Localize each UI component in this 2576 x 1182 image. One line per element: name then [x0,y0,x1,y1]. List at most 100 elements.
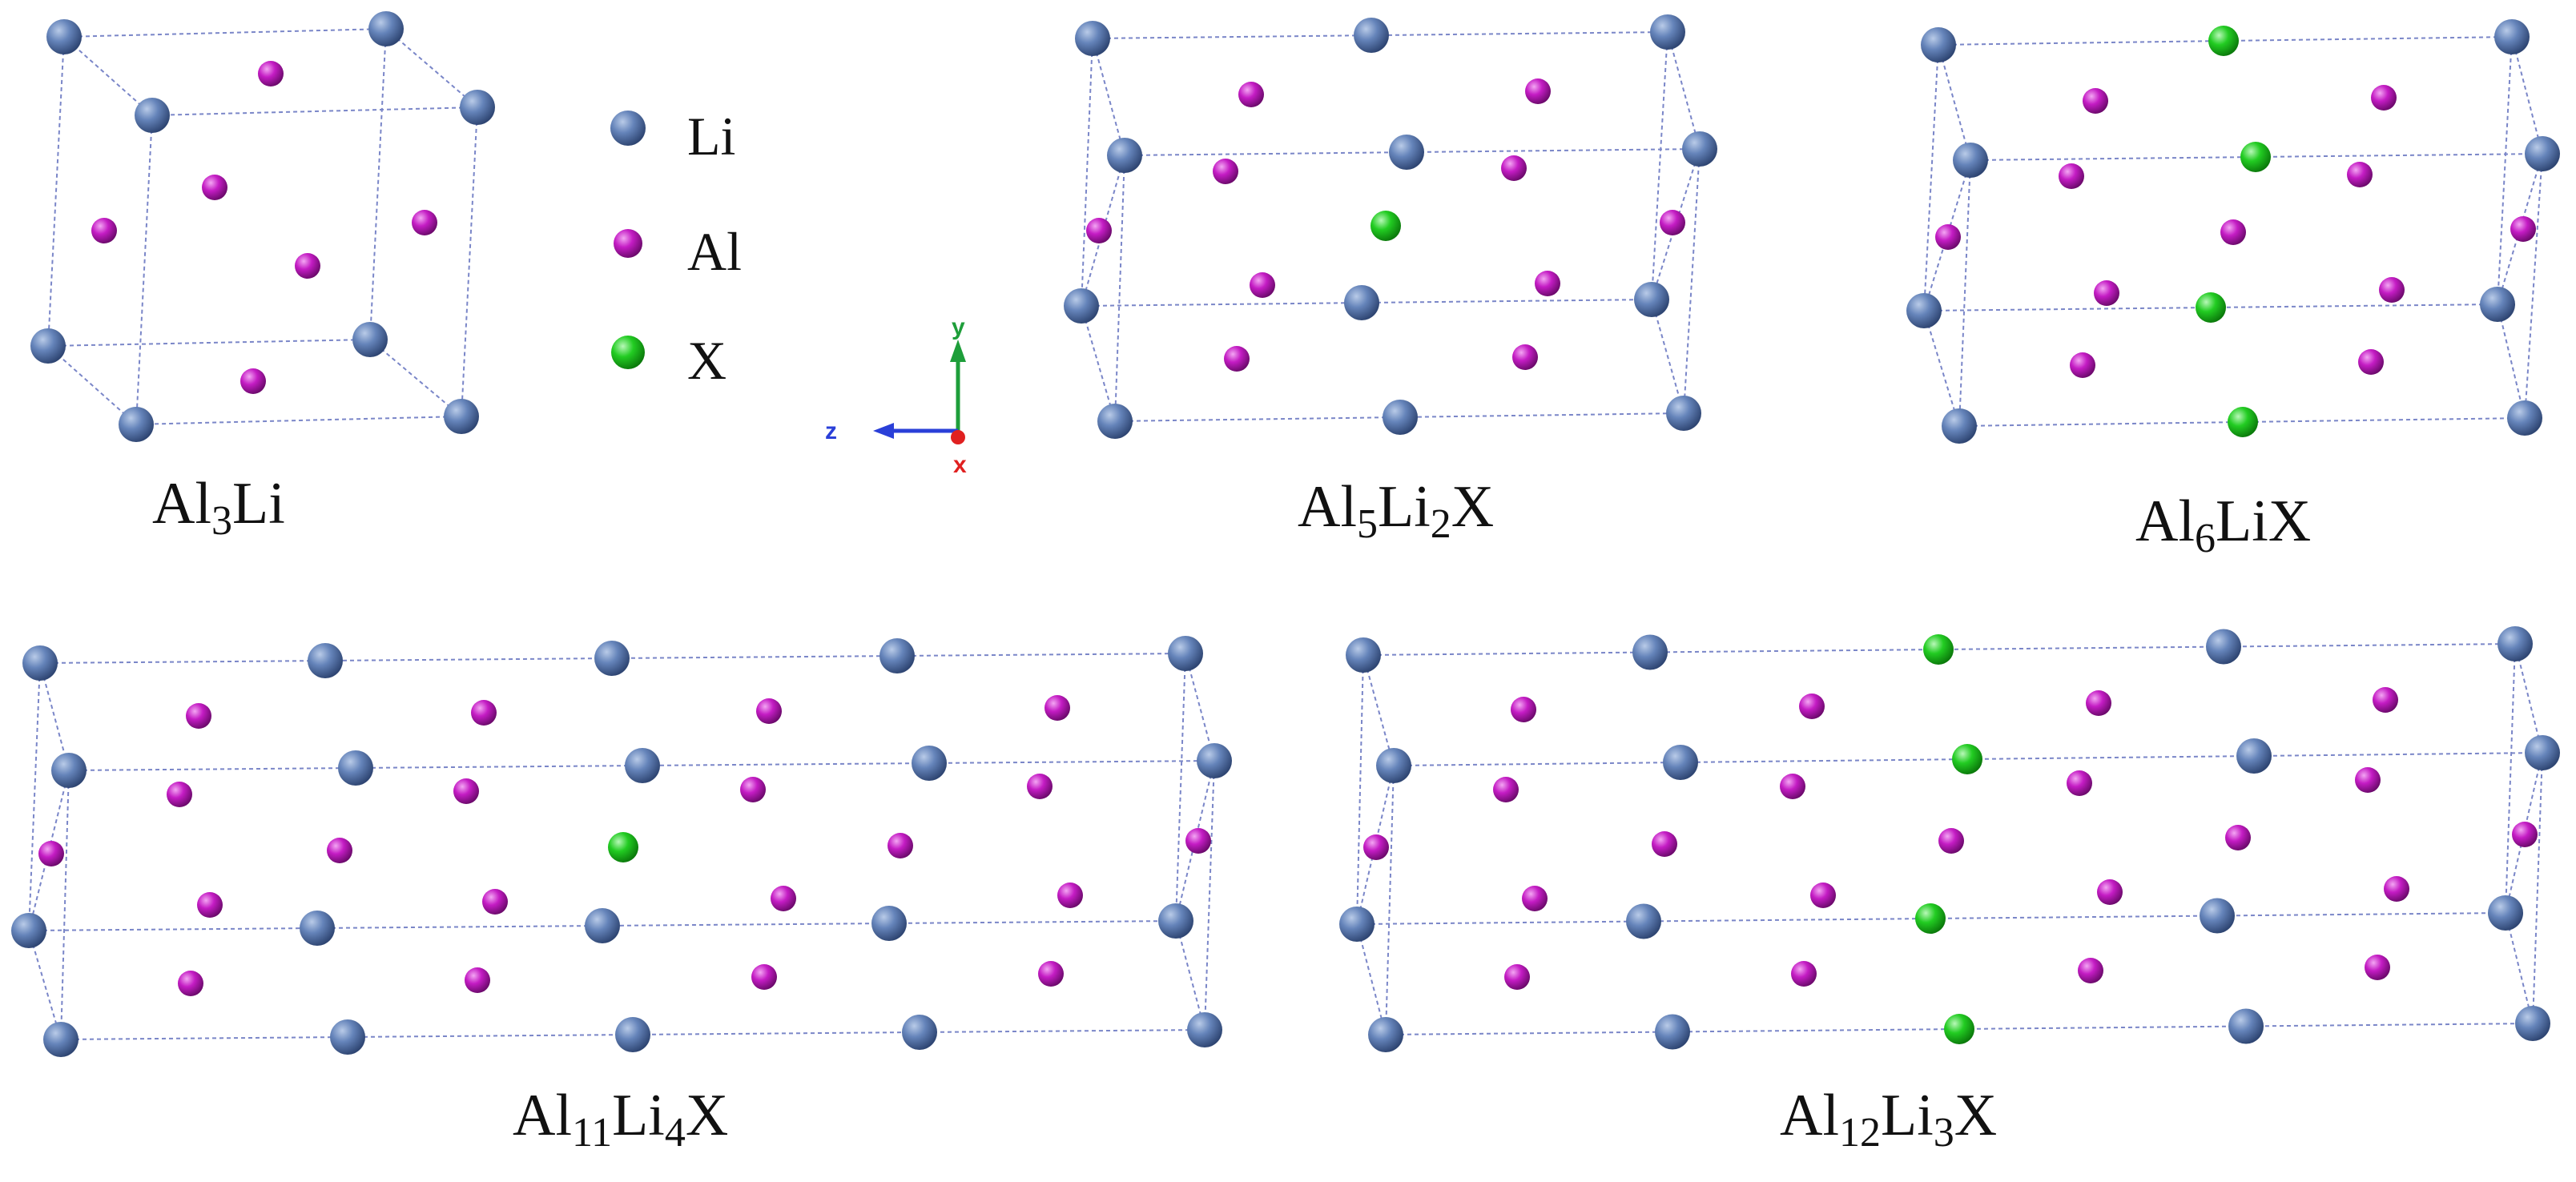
cell-edge [1958,159,1971,427]
atom-al [751,964,777,990]
atom-al [1363,834,1389,860]
cell-edge [1081,299,1652,307]
atom-li [2228,1008,2264,1044]
cell-edge [28,662,41,931]
atom-x [608,832,638,862]
atom-li [1666,396,1701,431]
atom-li [879,638,915,673]
formula-part: Li [612,1083,665,1148]
atom-al [178,971,203,996]
atom-li [594,641,630,676]
cell-edge [1970,153,2543,161]
atom-al [91,218,117,243]
cell-edge [1204,760,1215,1031]
cell-edge [135,416,462,425]
cell-edge [47,36,65,347]
formula-part: Al [513,1083,572,1148]
atom-li [368,11,404,46]
atom-li [1906,293,1942,328]
legend-label-al: Al [687,221,742,282]
atom-al [327,838,352,863]
formula-part: 6 [2195,516,2216,561]
atom-x [1915,903,1946,934]
cell-edge [1175,920,1205,1031]
legend-atoms [610,111,646,369]
atom-al [471,700,497,726]
formula-part: 12 [1839,1110,1881,1156]
atom-al [482,889,508,915]
formula-part: Li [232,471,285,537]
cell-edge [1114,155,1125,422]
atom-al [1493,777,1519,802]
atom-al [1224,346,1250,372]
atom-li [2515,1006,2550,1041]
cell-edge [369,339,462,417]
atom-al [1250,272,1275,298]
atom-al [1535,271,1560,296]
atom-li [352,322,388,357]
atom-li [1632,634,1668,670]
atom-li [1376,748,1411,783]
atom-li [1197,743,1232,778]
formula-part: Al [1298,474,1357,540]
atom-al [1086,218,1112,243]
atom-li [1655,1014,1690,1050]
cell-edge [1081,305,1116,422]
atom-li [1064,288,1099,324]
cell-edge [1938,36,2513,46]
cell-edge [135,115,153,425]
cell-edge [1651,148,1701,300]
atom-li [1663,745,1698,780]
atom-al [2379,277,2405,303]
axis-triad: yzx [825,314,967,478]
axis-y-arrowhead [950,340,966,362]
atom-al [1027,774,1053,799]
formula-part: Li [1378,474,1431,540]
cell-edge [2532,752,2543,1024]
atom-al [2373,687,2398,713]
atom-li [1158,903,1193,939]
formula-part: 3 [211,498,232,544]
cell-edge [2524,153,2543,419]
formula-part: 5 [1357,501,1378,547]
atom-al [453,778,479,804]
atom-al [1038,961,1064,987]
atom-li [22,645,58,681]
formula-part: 2 [1430,501,1451,547]
formula-part: Al [1780,1083,1839,1148]
cell-edge [1667,31,1701,150]
caption-al12li3x: Al12Li3X [1780,1086,1997,1154]
cell-edge [1651,31,1668,300]
atom-li [2488,895,2523,931]
atom-li [460,90,495,125]
atom-al [756,698,782,724]
formula-part: 3 [1933,1110,1954,1156]
atom-li [1107,138,1142,173]
atom-al [258,61,284,86]
atom-x [2240,142,2271,172]
cell-edge [1092,31,1668,39]
atom-li [11,913,46,948]
cell-edge [1356,654,1364,925]
legend-swatch-x [611,336,645,369]
axis-y-label: y [952,314,965,340]
atom-al [2070,352,2095,378]
atom-li [300,911,335,946]
cell-edge [47,345,137,425]
atom-al [167,782,192,807]
caption-al6lix: Al6LiX [2135,492,2311,560]
atom-li [119,407,154,442]
atom-x [1944,1014,1974,1044]
atom-li [2525,136,2560,171]
atom-al [771,886,796,911]
atom-al [197,892,223,918]
atom-li [135,98,170,133]
atom-al [2512,822,2538,847]
atom-li [1187,1012,1222,1047]
atom-li [902,1015,937,1050]
atom-al [1652,831,1677,857]
cell-edge [1081,38,1093,307]
atom-li [2498,626,2533,661]
atom-al [2083,88,2108,114]
legend-label-li: Li [687,106,736,167]
